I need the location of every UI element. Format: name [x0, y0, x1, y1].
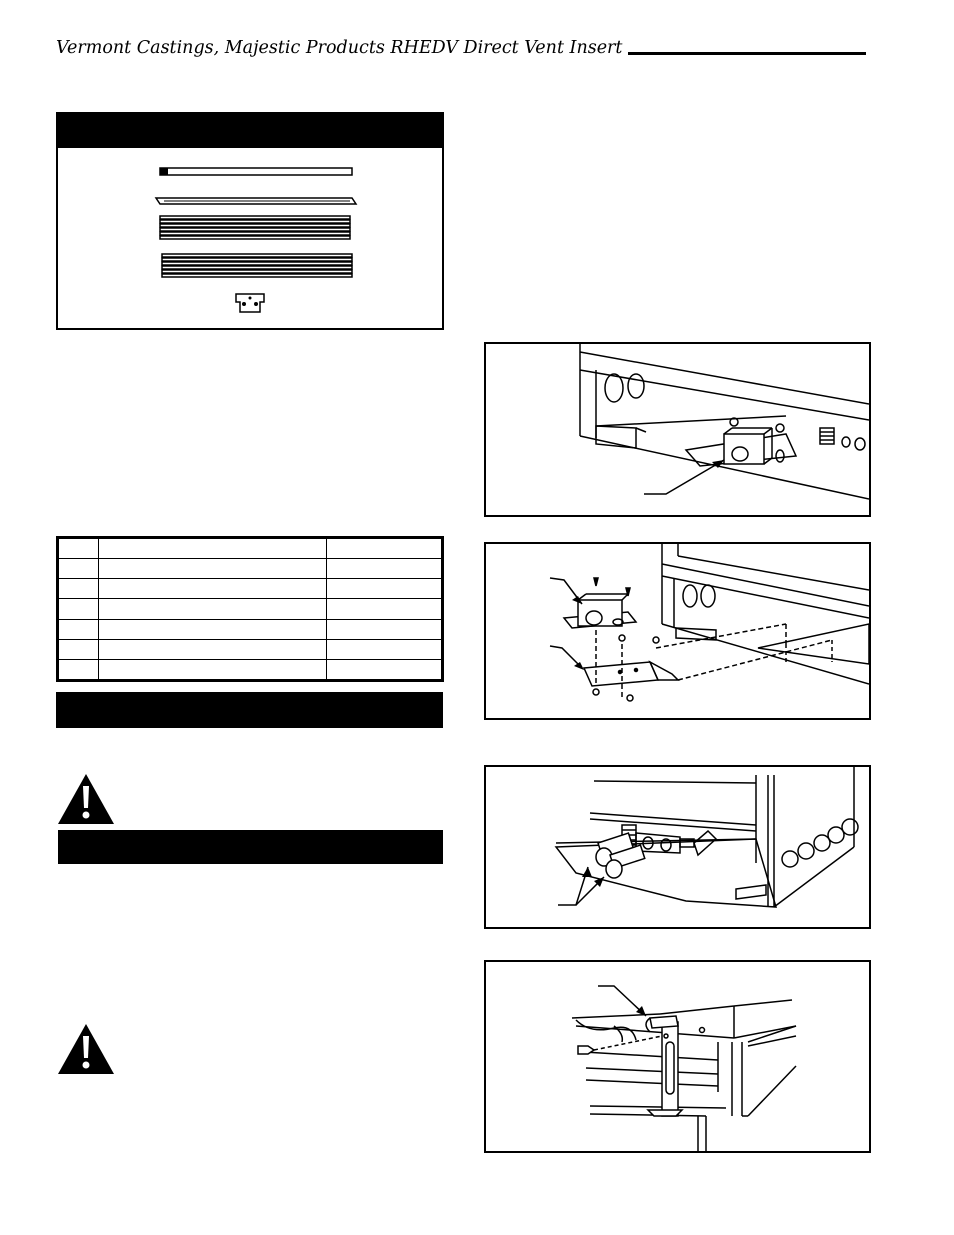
table-cell-description	[98, 537, 327, 560]
table-cell-description	[98, 658, 327, 681]
figure-1-panel	[484, 342, 871, 517]
table-row	[58, 638, 442, 660]
table-cell-num	[58, 578, 99, 600]
table-row	[58, 537, 442, 560]
table-cell-qty	[326, 537, 442, 560]
table-cell-description	[98, 598, 327, 620]
table-cell-num	[58, 618, 99, 640]
table-cell-description	[98, 558, 327, 580]
table-cell-qty	[326, 578, 442, 600]
warning-triangle-icon	[58, 1024, 114, 1074]
kit-parts-table	[56, 536, 444, 682]
table-row	[58, 658, 442, 681]
table-cell-description	[98, 638, 327, 660]
table-cell-qty	[326, 618, 442, 640]
table-cell-num	[58, 638, 99, 660]
figure-3-panel	[484, 765, 871, 929]
table-cell-num	[58, 537, 99, 560]
table-row	[58, 618, 442, 640]
figure-1-illustration	[579, 344, 869, 500]
table-cell-num	[58, 658, 99, 681]
table-cell-num	[58, 558, 99, 580]
kit-table-grid	[58, 537, 442, 681]
table-cell-qty	[326, 658, 442, 681]
table-cell-num	[58, 598, 99, 620]
warning-triangle-icon	[58, 774, 114, 824]
figure-4-illustration	[571, 985, 797, 1151]
table-cell-qty	[326, 598, 442, 620]
table-row	[58, 598, 442, 620]
header-rule	[628, 52, 866, 55]
parts-kit-header-bar	[58, 114, 442, 148]
table-cell-description	[98, 618, 327, 640]
table-cell-qty	[326, 638, 442, 660]
figure-2-illustration	[549, 544, 869, 702]
table-row	[58, 558, 442, 580]
figure-2-panel	[484, 542, 871, 720]
table-cell-description	[98, 578, 327, 600]
parts-kit-illustration	[154, 167, 358, 313]
warning-heading-bar	[58, 830, 443, 864]
figure-3-illustration	[554, 767, 859, 908]
section-heading-bar	[56, 692, 443, 728]
table-cell-qty	[326, 558, 442, 580]
page-header-title: Vermont Castings, Majestic Products RHED…	[56, 38, 623, 58]
table-row	[58, 578, 442, 600]
parts-kit-panel	[56, 112, 444, 330]
figure-4-panel	[484, 960, 871, 1153]
